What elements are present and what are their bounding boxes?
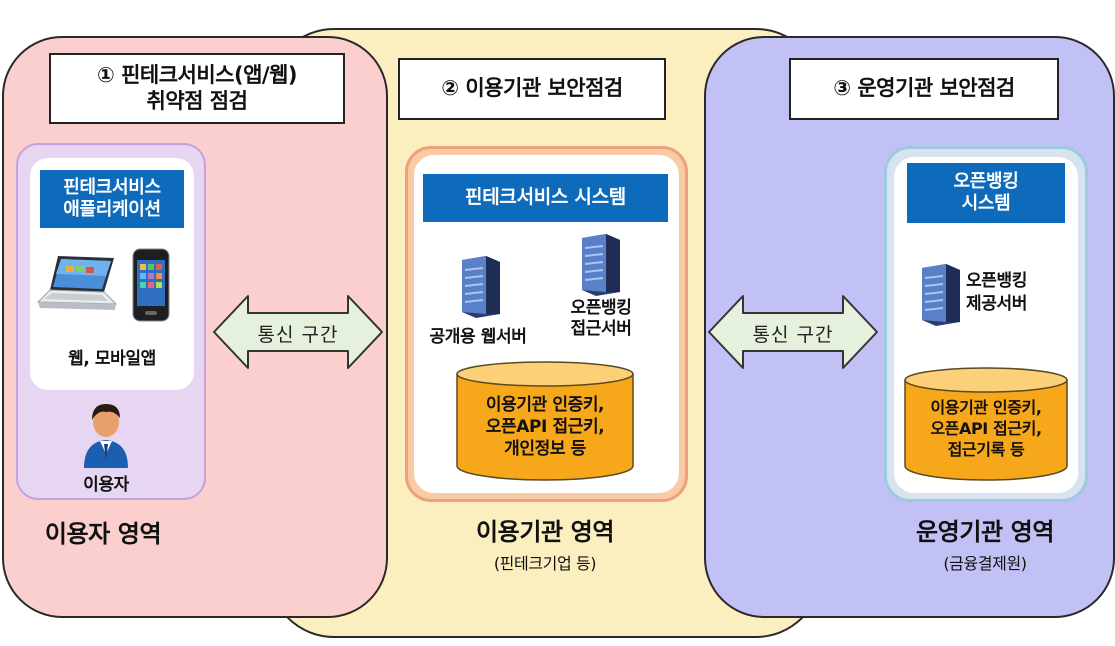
operator-database-icon (904, 367, 1068, 481)
op-db-line1: 이용기관 인증키, (930, 398, 1042, 417)
op-db-line2: 오픈API 접근키, (930, 418, 1042, 438)
web-server-label: 공개용 웹서버 (429, 327, 527, 347)
org-area-title: 이용기관 영역 (475, 518, 615, 546)
operator-database-text: 이용기관 인증키, 오픈API 접근키, 접근기록 등 (903, 398, 1069, 460)
provider-server-label: 오픈뱅킹 제공서버 (966, 270, 1062, 316)
access-server-line1: 오픈뱅킹 (570, 298, 632, 318)
openbanking-access-server-icon (582, 234, 620, 296)
communication-arrow-right (708, 295, 878, 369)
user-inspection-header: ① 핀테크서비스(앱/웹) 취약점 점검 (49, 53, 345, 124)
user-label: 이용자 (83, 475, 129, 495)
devices-label: 웹, 모바일앱 (68, 349, 156, 369)
org-inspection-header: ② 이용기관 보안점검 (398, 58, 666, 120)
access-server-label: 오픈뱅킹 접근서버 (556, 298, 646, 341)
operator-area-subtitle: (금융결제원) (943, 554, 1027, 573)
org-db-line3: 개인정보 등 (504, 439, 586, 460)
operator-inspection-header: ③ 운영기관 보안점검 (789, 58, 1059, 120)
right-arrow-label: 통신 구간 (752, 324, 834, 346)
user-area-title: 이용자 영역 (44, 520, 162, 548)
user-header-line2: 취약점 점검 (146, 88, 248, 113)
app-title-line1: 핀테크서비스 (63, 176, 161, 198)
org-db-line2: 오픈API 접근키, (485, 417, 605, 438)
operator-area-title: 운영기관 영역 (915, 518, 1055, 546)
org-db-line1: 이용기관 인증키, (485, 395, 605, 415)
web-server-icon (462, 256, 500, 318)
laptop-icon (36, 256, 118, 310)
op-system-line2: 시스템 (961, 193, 1011, 214)
org-database-text: 이용기관 인증키, 오픈API 접근키, 개인정보 등 (455, 394, 635, 460)
openbanking-system-title: 오픈뱅킹 시스템 (907, 163, 1065, 223)
user-header-line1: ① 핀테크서비스(앱/웹) (96, 63, 298, 88)
fintech-system-title: 핀테크서비스 시스템 (423, 174, 668, 222)
org-database-icon (456, 361, 634, 481)
op-db-line3: 접근기록 등 (947, 439, 1025, 459)
op-system-line1: 오픈뱅킹 (953, 170, 1019, 192)
openbanking-provider-server-icon (922, 264, 960, 326)
access-server-line2: 접근서버 (570, 319, 632, 340)
communication-arrow-left (213, 295, 383, 369)
smartphone-icon (132, 248, 170, 322)
provider-server-line1: 오픈뱅킹 (966, 271, 1027, 291)
fintech-app-title: 핀테크서비스 애플리케이션 (40, 170, 184, 228)
app-title-line2: 애플리케이션 (63, 199, 161, 220)
org-area-subtitle: (핀테크기업 등) (493, 554, 597, 573)
provider-server-line2: 제공서버 (966, 293, 1027, 314)
left-arrow-label: 통신 구간 (257, 324, 339, 346)
user-person-icon (84, 404, 128, 468)
